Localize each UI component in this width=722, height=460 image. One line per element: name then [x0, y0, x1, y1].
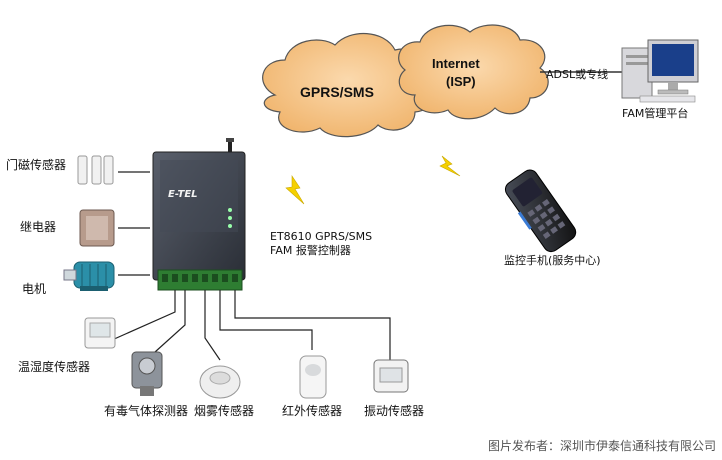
gprs-cloud-label: GPRS/SMS [300, 84, 374, 100]
lightning-icon-phone [439, 155, 461, 177]
toxic-gas-detector-icon [131, 351, 163, 396]
fam-platform-label: FAM管理平台 [622, 107, 689, 120]
lightning-icon-controller [285, 175, 305, 205]
infrared-sensor-label: 红外传感器 [282, 404, 343, 418]
smoke-sensor-icon [199, 365, 241, 399]
controller-brand: E-TEL [168, 189, 198, 200]
relay-icon [79, 209, 115, 247]
temp-humidity-sensor-icon [84, 317, 116, 349]
controller-model-line2: FAM 报警控制器 [270, 244, 351, 257]
image-credit: 图片发布者：深圳市伊泰信通科技有限公司 [487, 439, 716, 453]
controller-model-line1: ET8610 GPRS/SMS [270, 230, 373, 243]
sensor-wires [111, 171, 391, 361]
smoke-sensor-label: 烟雾传感器 [194, 404, 255, 418]
toxic-gas-label: 有毒气体探测器 [104, 404, 189, 418]
motor-label: 电机 [22, 282, 47, 296]
door-sensor-label: 门磁传感器 [6, 158, 67, 172]
internet-cloud-label: Internet [432, 56, 480, 71]
adsl-link-label: ADSL或专线 [546, 68, 609, 81]
alarm-controller-device [152, 138, 246, 291]
mobile-phone-icon [504, 169, 577, 253]
door-sensor-icon [77, 155, 114, 185]
infrared-sensor-icon [299, 355, 327, 399]
isp-cloud-label: (ISP) [446, 74, 476, 89]
internet-cloud [398, 24, 549, 120]
temp-humidity-label: 温湿度传感器 [18, 360, 91, 374]
relay-label: 继电器 [20, 220, 57, 234]
vibration-sensor-label: 振动传感器 [364, 404, 425, 418]
phone-label: 监控手机(服务中心) [504, 254, 601, 267]
motor-icon [63, 261, 115, 291]
computer-icon [621, 39, 699, 103]
vibration-sensor-icon [373, 359, 409, 393]
